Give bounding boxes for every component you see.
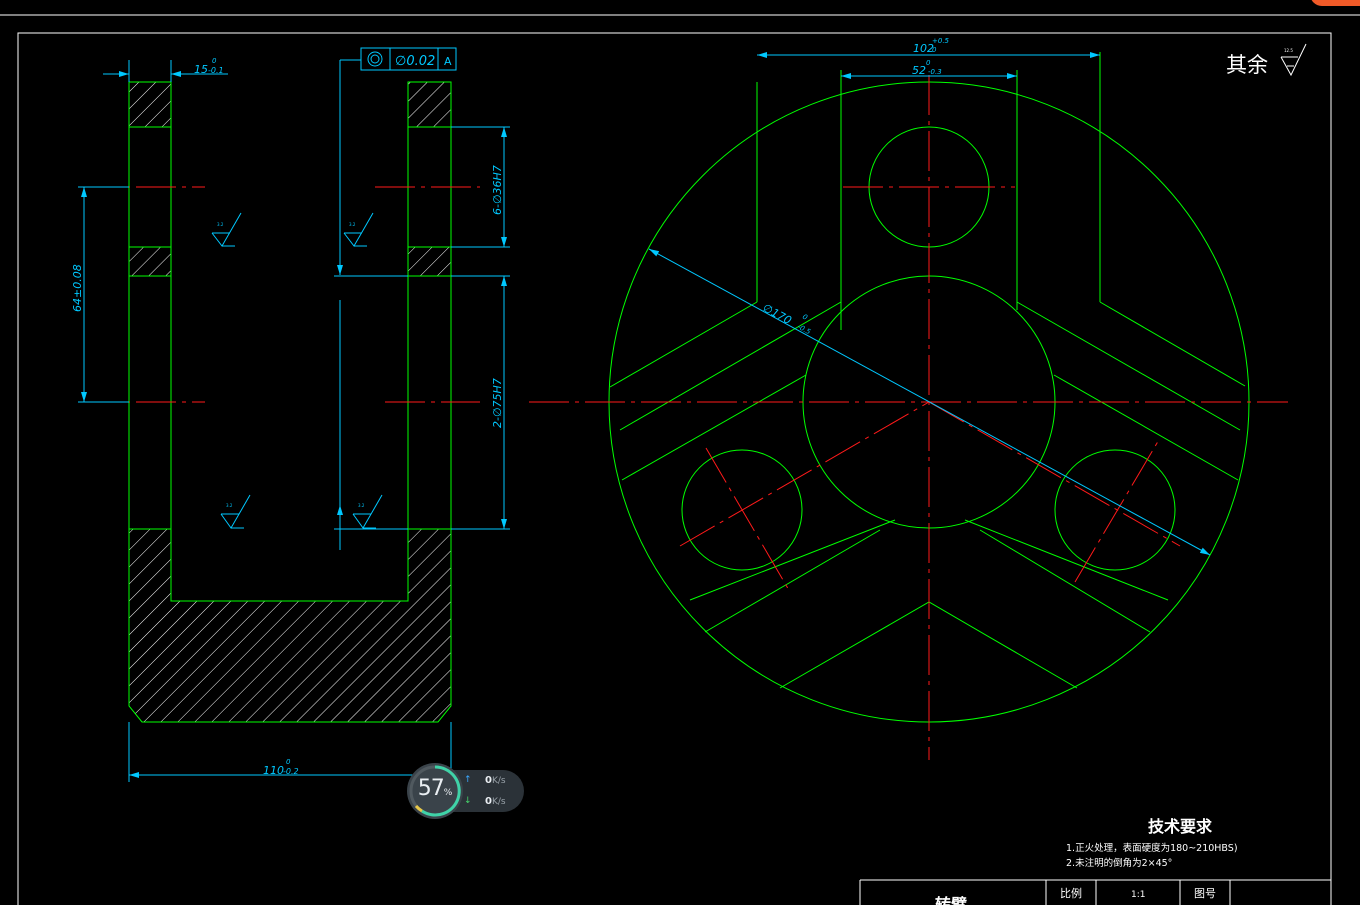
dim-inner-width: 52 — [912, 64, 926, 77]
front-view: 102 +0.5 0 52 0 -0.3 ∅170 0 -0.5 — [529, 37, 1288, 760]
roughness-symbols — [211, 212, 383, 529]
roughness-value: 3.2 — [349, 222, 356, 227]
app-corner-badge[interactable] — [1310, 0, 1360, 6]
side-section-view: ∅0.02 A 3.2 3.2 3.2 3.2 15 0 -0.1 64±0.0… — [71, 47, 510, 782]
dim-bottom-tol-lower: -0.2 — [283, 767, 299, 776]
scale-label: 比例 — [1060, 886, 1082, 900]
roughness-icon — [1280, 43, 1307, 77]
dim-outer-tol-upper: +0.5 — [932, 37, 950, 45]
dim-inner-tol-lower: -0.3 — [928, 68, 942, 76]
network-speed-widget[interactable]: 57% ↑ 0K/s ↓ 0K/s — [406, 762, 526, 820]
dim-diameter: ∅170 — [761, 301, 794, 327]
dim-top-width-tol-upper: 0 — [212, 57, 217, 65]
surface-note: 其余 12.5 — [1226, 43, 1307, 77]
dim-bottom-width: 110 — [263, 764, 284, 777]
dim-bottom-tol-upper: 0 — [286, 758, 291, 766]
dim-top-width: 15 — [194, 63, 208, 76]
front-view-centerlines — [529, 75, 1288, 760]
scale-value: 1:1 — [1131, 890, 1145, 900]
gdt-datum: A — [444, 55, 452, 68]
side-view-centerlines — [80, 186, 480, 403]
tech-req-title: 技术要求 — [1148, 817, 1213, 836]
drawing-no-label: 图号 — [1194, 887, 1216, 900]
upload-arrow-icon: ↑ — [464, 775, 472, 785]
side-view-outline — [128, 81, 452, 706]
upload-speed: ↑ 0K/s — [464, 775, 506, 786]
cpu-ring-icon — [407, 763, 463, 819]
dim-hole-spacing: 64±0.08 — [71, 264, 84, 312]
gdt-frame — [360, 47, 457, 71]
roughness-value: 3.2 — [217, 222, 224, 227]
gdt-value: ∅0.02 — [395, 54, 435, 69]
roughness-value: 3.2 — [358, 503, 365, 508]
tech-req-line2: 2.未注明的倒角为2×45° — [1066, 857, 1172, 869]
title-block: 转臂 比例 1:1 图号 — [859, 879, 1331, 905]
cpu-percent: 57% — [417, 776, 453, 801]
tech-req-line1: 1.正火处理，表面硬度为180~210HBS) — [1066, 842, 1238, 854]
surface-note-text: 其余 — [1226, 53, 1268, 77]
download-speed: ↓ 0K/s — [464, 796, 506, 807]
dim-top-width-tol-lower: -0.1 — [208, 66, 224, 75]
dim-diameter-tol-lower: -0.5 — [796, 323, 812, 337]
download-arrow-icon: ↓ — [464, 796, 472, 806]
dim-small-hole: 6-∅36H7 — [491, 165, 504, 215]
dim-large-hole: 2-∅75H7 — [491, 378, 504, 428]
surface-note-value: 12.5 — [1284, 48, 1293, 53]
dim-outer-width: 102 — [913, 42, 934, 55]
part-name: 转臂 — [935, 895, 967, 905]
dim-inner-tol-upper: 0 — [926, 59, 931, 67]
sheet-frame — [0, 14, 1360, 905]
side-view-dimensions — [78, 59, 510, 782]
front-view-dimensions — [648, 52, 1211, 556]
roughness-value: 3.2 — [226, 503, 233, 508]
dim-diameter-tol-upper: 0 — [801, 313, 809, 322]
dim-outer-tol-lower: 0 — [932, 46, 937, 54]
tech-requirements: 技术要求 1.正火处理，表面硬度为180~210HBS) 2.未注明的倒角为2×… — [1066, 817, 1238, 869]
